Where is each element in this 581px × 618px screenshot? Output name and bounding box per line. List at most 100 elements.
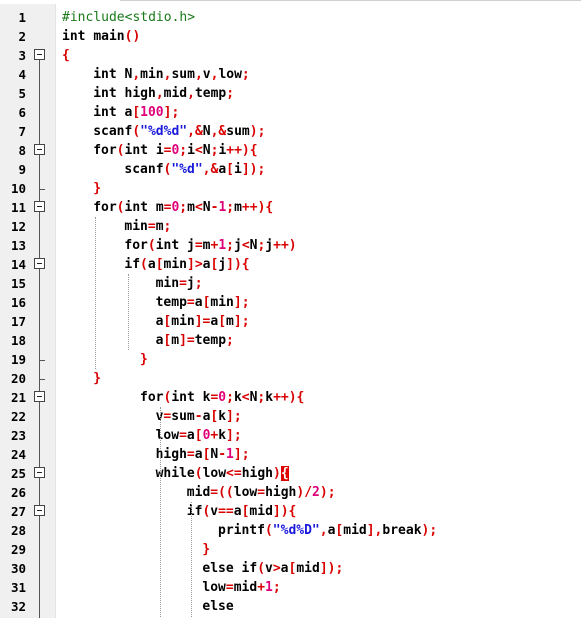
fold-toggle-icon[interactable] xyxy=(34,258,45,269)
code-text[interactable]: for(int k=0;k<N;k++){ xyxy=(140,388,304,407)
code-text[interactable]: for(int m=0;m<N-1;m++){ xyxy=(93,198,273,217)
code-token: ; xyxy=(210,143,219,158)
line-number: 28 xyxy=(10,523,26,538)
fold-toggle-icon[interactable] xyxy=(34,391,45,402)
code-token: ]; xyxy=(233,447,250,462)
indent-guide xyxy=(128,274,130,350)
code-line[interactable]: 2 int main() xyxy=(0,27,581,46)
code-line[interactable]: 28 printf("%d%D",a[mid],break); xyxy=(0,521,581,540)
code-token: m xyxy=(234,200,242,215)
code-text[interactable]: else if(v>a[mid]); xyxy=(202,559,343,578)
code-text[interactable]: printf("%d%D",a[mid],break); xyxy=(218,521,437,540)
code-line[interactable]: 5 int high,mid,temp; xyxy=(0,84,581,103)
code-text[interactable]: int a[100]; xyxy=(93,103,179,122)
fold-toggle-icon[interactable] xyxy=(34,144,45,155)
code-token: int xyxy=(124,200,156,215)
line-number: 5 xyxy=(18,86,26,101)
code-text[interactable]: #include<stdio.h> xyxy=(62,8,195,27)
code-line[interactable]: 3{ xyxy=(0,46,581,65)
code-token: int xyxy=(93,67,125,82)
code-text[interactable]: } xyxy=(93,179,101,198)
code-text[interactable]: low=mid+1; xyxy=(202,578,280,597)
code-token: if xyxy=(186,504,203,519)
code-text[interactable]: scanf("%d",&a[i]); xyxy=(124,160,265,179)
code-token: ( xyxy=(140,257,148,272)
code-line[interactable]: 30 else if(v>a[mid]); xyxy=(0,559,581,578)
code-token: N xyxy=(249,390,258,405)
code-text[interactable]: } xyxy=(140,350,148,369)
fold-toggle-icon[interactable] xyxy=(34,505,45,516)
code-text[interactable]: v=sum-a[k]; xyxy=(156,407,242,426)
code-token: ]= xyxy=(194,314,211,329)
code-text[interactable]: } xyxy=(93,369,101,388)
code-text[interactable]: low=a[0+k]; xyxy=(156,426,242,445)
code-text[interactable]: scanf("%d%d",&N,&sum); xyxy=(93,122,265,141)
code-text[interactable]: min=j; xyxy=(156,274,203,293)
code-text[interactable]: for(int i=0;i<N;i++){ xyxy=(93,141,257,160)
code-line[interactable]: 29} xyxy=(0,540,581,559)
code-text[interactable]: temp=a[min]; xyxy=(156,293,250,312)
code-text[interactable]: for(int j=m+1;j<N;j++) xyxy=(124,236,296,255)
line-number: 20 xyxy=(10,371,26,386)
code-text[interactable]: a[m]=temp; xyxy=(156,331,234,350)
code-text[interactable]: a[min]=a[m]; xyxy=(156,312,250,331)
code-token: ; xyxy=(226,238,234,253)
code-text[interactable]: while(low<=high){ xyxy=(156,464,289,483)
code-line[interactable]: 19} xyxy=(0,350,581,369)
code-text[interactable]: int N,min,sum,v,low; xyxy=(93,65,250,84)
code-token: } xyxy=(140,352,148,367)
code-text[interactable]: if(a[min]>a[j]){ xyxy=(124,255,249,274)
code-line[interactable]: 10} xyxy=(0,179,581,198)
code-text[interactable]: high=a[N-1]; xyxy=(156,445,250,464)
fold-toggle-icon[interactable] xyxy=(34,49,45,60)
code-text[interactable]: min=m; xyxy=(124,217,171,236)
code-text[interactable]: mid=((low=high)/2); xyxy=(187,483,336,502)
code-text[interactable]: int high,mid,temp; xyxy=(93,84,234,103)
line-number: 2 xyxy=(18,29,26,44)
code-text[interactable]: else xyxy=(202,597,233,616)
code-text[interactable]: if(v==a[mid]){ xyxy=(187,502,297,521)
line-number: 30 xyxy=(10,561,26,576)
code-token: a xyxy=(155,333,164,348)
code-line[interactable]: 1#include<stdio.h> xyxy=(0,8,581,27)
code-text[interactable]: { xyxy=(62,46,70,65)
code-line[interactable]: 20} xyxy=(0,369,581,388)
code-token: a xyxy=(202,409,211,424)
fold-toggle-icon[interactable] xyxy=(34,201,45,212)
code-token: int xyxy=(171,390,203,405)
code-text[interactable]: } xyxy=(202,540,210,559)
fold-toggle-icon[interactable] xyxy=(34,467,45,478)
code-token: ; xyxy=(226,86,235,101)
code-token: ,& xyxy=(202,162,219,177)
code-token: i xyxy=(187,143,195,158)
code-token: ( xyxy=(116,200,125,215)
code-token: i xyxy=(233,162,242,177)
code-text[interactable]: int main() xyxy=(62,27,140,46)
code-token: } xyxy=(93,371,102,386)
code-token: mid xyxy=(163,86,188,101)
code-token: 1 xyxy=(218,238,227,253)
